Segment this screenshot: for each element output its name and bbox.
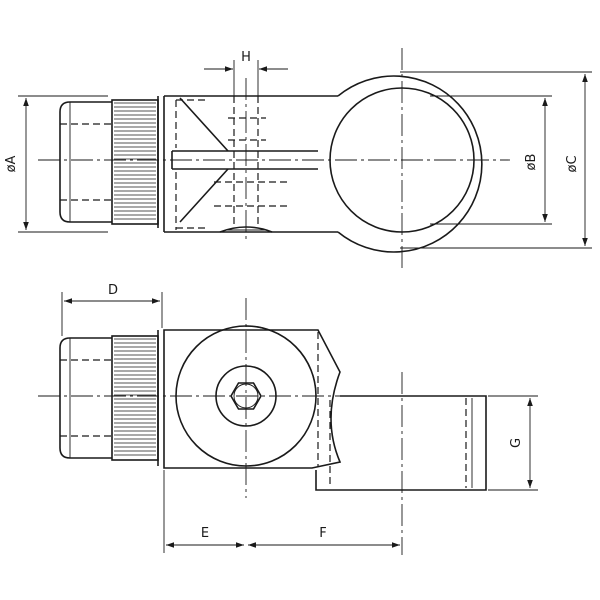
dim-h: H: [204, 50, 288, 96]
label-phi-b: øB: [524, 154, 539, 171]
top-view: øA øB øC H: [4, 48, 592, 272]
label-d: D: [108, 283, 118, 298]
dim-g: G: [488, 395, 538, 491]
top-cap: [59, 96, 159, 228]
label-f: F: [319, 526, 326, 541]
label-phi-a: øA: [4, 155, 19, 172]
label-g: G: [509, 438, 524, 448]
bottom-bar: [315, 395, 487, 491]
top-knurl-pattern: [114, 102, 156, 220]
label-phi-c: øC: [565, 155, 580, 172]
dim-e: E: [163, 470, 244, 553]
bottom-view: D E F G: [38, 283, 538, 555]
label-e: E: [201, 526, 209, 541]
dim-d: D: [61, 283, 163, 336]
bottom-cap: [59, 330, 159, 466]
bottom-body: [163, 325, 342, 469]
dim-phi-b: øB: [430, 95, 552, 225]
top-body: [163, 95, 338, 233]
dim-phi-c: øC: [400, 71, 592, 249]
top-ring: [329, 75, 483, 253]
bottom-knurl-pattern: [114, 338, 156, 456]
label-h: H: [241, 50, 251, 65]
dim-phi-a: øA: [4, 95, 108, 233]
hex-socket-icon: [230, 382, 262, 410]
dim-f: F: [248, 526, 400, 548]
